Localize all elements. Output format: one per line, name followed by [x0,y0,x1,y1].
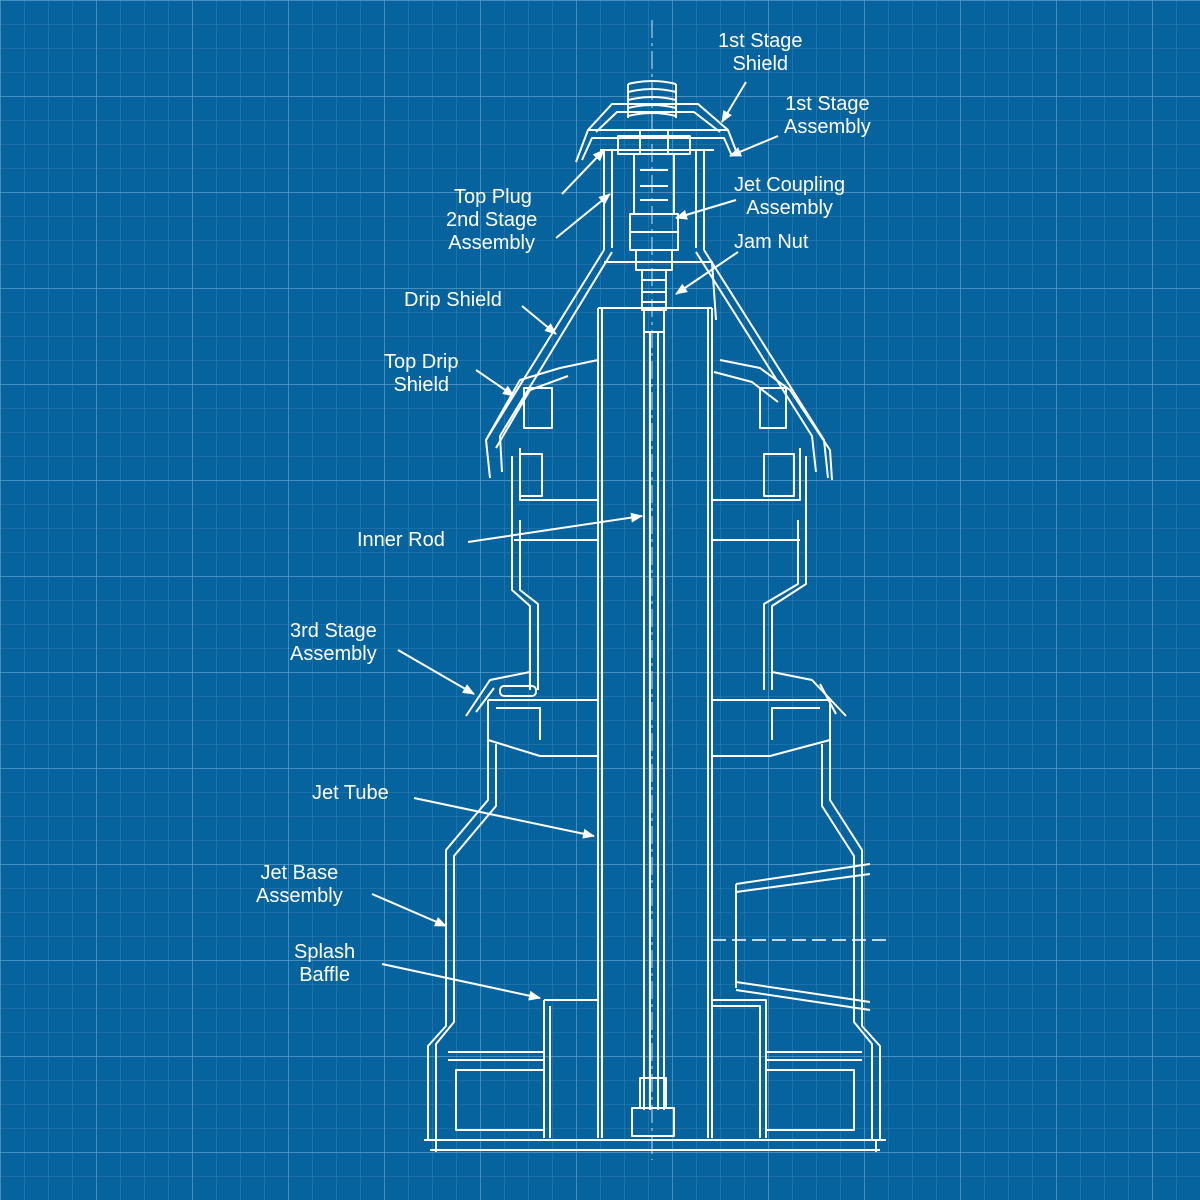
label-jet-base-assembly: Jet Base Assembly [256,862,343,908]
label-inner-rod: Inner Rod [357,529,445,552]
label-drip-shield: Drip Shield [404,289,502,312]
arrow-jet-coupling [675,199,737,220]
third-stage-assembly [465,671,847,757]
label-line: Assembly [290,643,377,665]
aerator-cutaway-drawing [424,20,886,1160]
arrow-2nd-stage-assembly [555,193,611,239]
label-line: Assembly [746,197,833,219]
label-line: Top Drip [384,351,459,373]
splash-baffle [448,999,862,1138]
label-line: Top Plug [454,186,532,208]
arrow-jet-base [371,893,447,927]
label-line: Inner Rod [357,529,445,551]
arrow-inner-rod [467,512,643,543]
label-line: Jet Base [260,862,339,884]
arrow-top-drip-shield [475,369,515,397]
label-line: 2nd Stage [446,209,538,231]
stage-housing [511,448,807,690]
base-plate [424,1139,886,1152]
label-jet-coupling: Jet Coupling Assembly [734,174,845,220]
label-line: Baffle [299,964,350,986]
label-3rd-stage-assembly: 3rd Stage Assembly [290,620,377,666]
label-line: Assembly [784,116,871,138]
leader-lines [371,81,779,1001]
inner-rod [631,332,675,1137]
label-1st-stage-shield: 1st Stage Shield [718,30,803,76]
label-line: Jet Coupling [734,174,846,196]
arrow-1st-stage-assembly [729,135,779,157]
top-drip-shield [485,359,833,481]
label-top-drip-shield: Top Drip Shield [384,351,458,397]
label-jam-nut: Jam Nut [734,231,808,254]
arrow-jam-nut [675,251,739,295]
label-line: Drip Shield [404,289,502,311]
label-line: 1st Stage [718,30,803,52]
label-line: Jet Tube [312,782,389,804]
label-splash-baffle: Splash Baffle [294,941,355,987]
label-line: Splash [294,941,356,963]
label-line: Assembly [256,885,343,907]
label-2nd-stage-assembly: 2nd Stage Assembly [446,209,537,255]
label-line: Shield [732,53,789,75]
arrow-splash-baffle [381,963,541,1001]
arrow-top-plug [561,149,605,195]
label-line: Jam Nut [734,231,809,253]
label-1st-stage-assembly: 1st Stage Assembly [784,93,871,139]
arrow-drip-shield [521,305,557,335]
arrow-3rd-stage [397,649,475,695]
label-line: Assembly [448,232,535,254]
arrow-1st-stage-shield [721,81,747,123]
label-line: Shield [393,374,450,396]
label-top-plug: Top Plug [454,186,532,209]
label-line: 3rd Stage [290,620,377,642]
jet-base-assembly [427,740,886,1140]
label-jet-tube: Jet Tube [312,782,389,805]
arrow-jet-tube [413,797,595,839]
jam-nut [641,269,667,333]
label-line: 1st Stage [785,93,870,115]
